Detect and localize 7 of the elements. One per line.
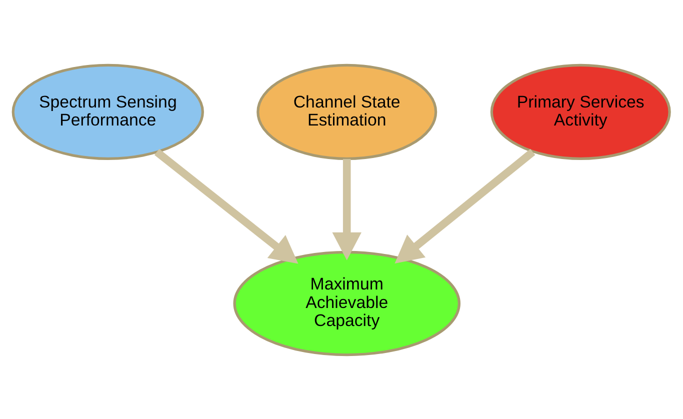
node-ellipse: Maximum Achievable Capacity: [233, 250, 460, 356]
node-ellipse: Primary Services Activity: [490, 63, 671, 160]
arrow: [332, 158, 362, 260]
arrow: [394, 148, 536, 264]
node-ellipse: Channel State Estimation: [256, 63, 438, 160]
arrow: [154, 148, 298, 264]
node-ellipse: Spectrum Sensing Performance: [12, 63, 204, 160]
